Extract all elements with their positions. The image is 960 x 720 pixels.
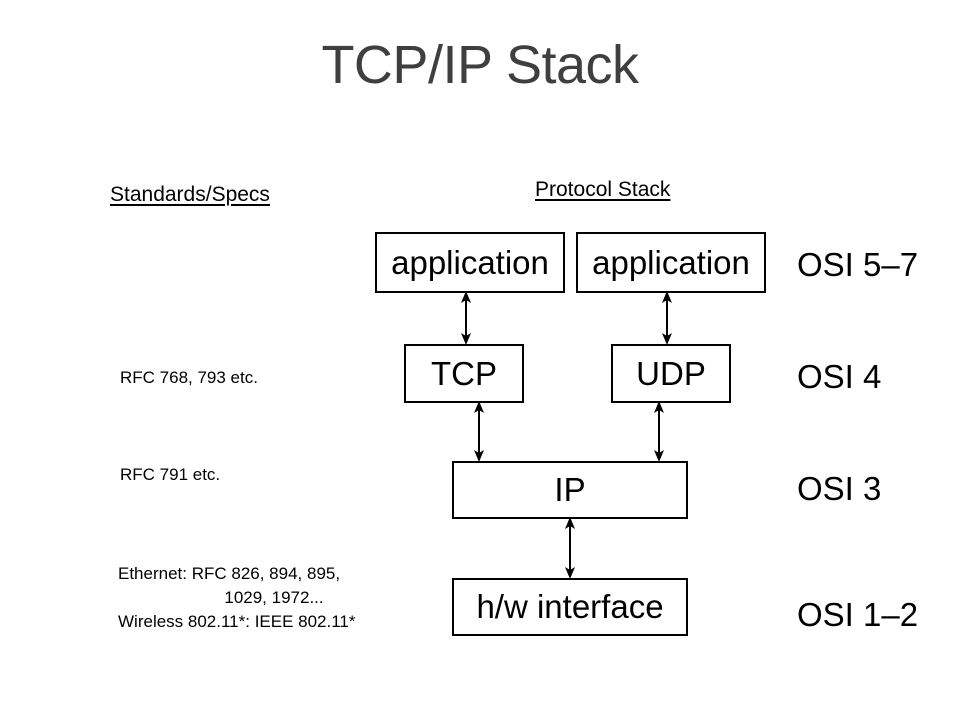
protocol-stack-column-heading: Protocol Stack <box>535 178 671 201</box>
osi-label-4: OSI 4 <box>797 358 882 395</box>
connector-ip-to-hardware-icon <box>565 517 575 579</box>
protocol-box-application-left: application <box>375 232 565 293</box>
osi-label-1-2: OSI 1–2 <box>797 596 919 633</box>
page-title: TCP/IP Stack <box>321 35 639 95</box>
connector-tcp-to-ip-icon <box>474 401 484 462</box>
spec-note-link-line-3: Wireless 802.11*: IEEE 802.11* <box>118 612 356 632</box>
standards-column-heading: Standards/Specs <box>110 183 270 206</box>
protocol-box-hardware-interface: h/w interface <box>452 578 688 636</box>
connector-udp-to-ip-icon <box>654 401 664 462</box>
protocol-box-ip: IP <box>452 461 688 519</box>
osi-label-5-7: OSI 5–7 <box>797 246 919 283</box>
osi-label-3: OSI 3 <box>797 470 882 507</box>
protocol-box-tcp: TCP <box>404 344 524 403</box>
spec-note-link-line-2: 1029, 1972... <box>224 588 324 608</box>
protocol-box-application-right: application <box>576 232 766 293</box>
connector-application-right-to-udp-icon <box>662 291 672 345</box>
spec-note-link-layer: Ethernet: RFC 826, 894, 895, 1029, 1972.… <box>118 562 430 634</box>
connector-application-left-to-tcp-icon <box>461 291 471 345</box>
spec-note-transport: RFC 768, 793 etc. <box>120 368 258 387</box>
protocol-box-udp: UDP <box>611 344 731 403</box>
spec-note-link-line-1: Ethernet: RFC 826, 894, 895, <box>118 564 341 583</box>
spec-note-network: RFC 791 etc. <box>120 465 221 484</box>
